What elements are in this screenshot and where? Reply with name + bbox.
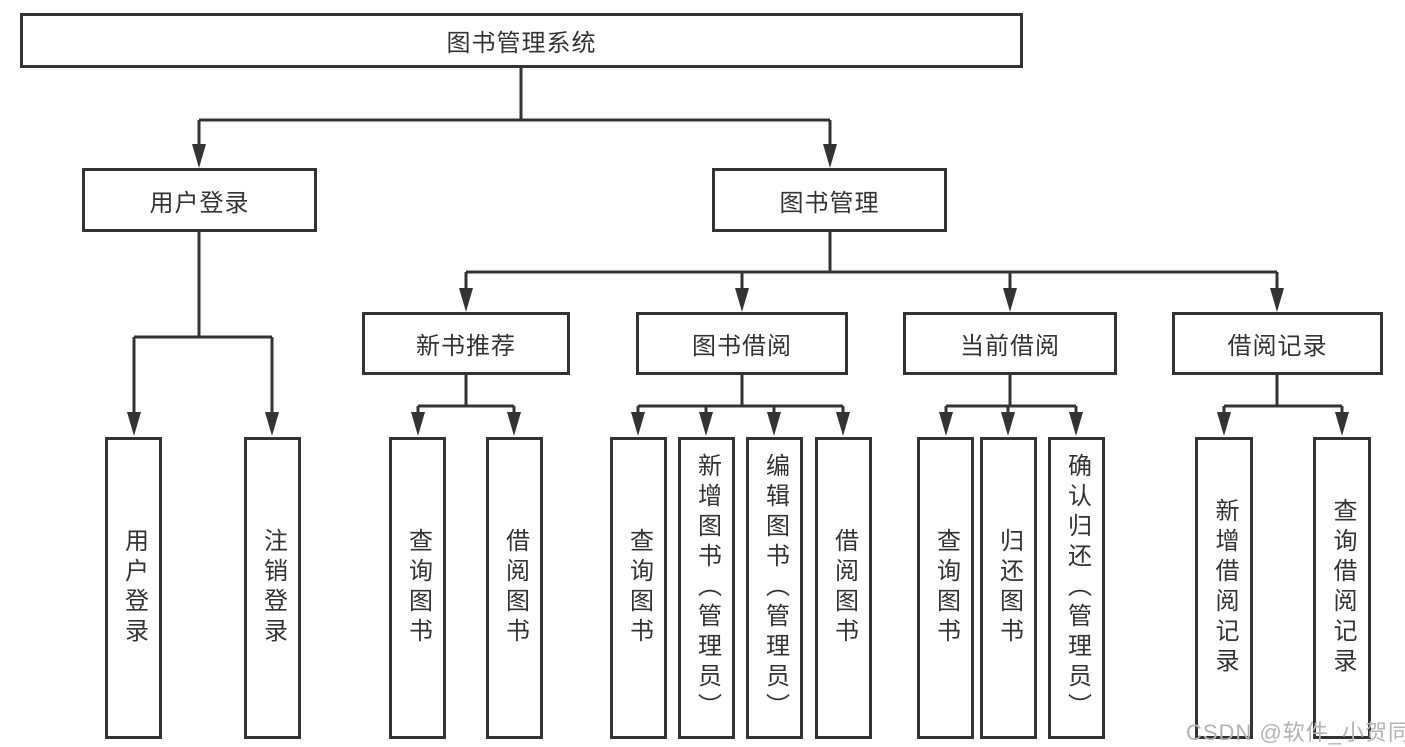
leaf-confirm-return-admin: 确认归还（管理员）: [1048, 437, 1105, 739]
arrowhead: [823, 144, 837, 168]
arrowhead: [192, 144, 206, 168]
connector-root-to-level2: [197, 68, 832, 150]
arrowhead: [836, 412, 850, 436]
node-label: 用户登录: [149, 189, 250, 217]
arrowhead: [767, 412, 781, 436]
node-label: 图书借阅: [692, 333, 792, 360]
connector-newbooks-to-leaves: [416, 375, 516, 416]
arrowhead: [631, 412, 645, 436]
node-new-book-recommendation: 新书推荐: [362, 312, 570, 375]
node-book-management-branch: 图书管理: [712, 168, 947, 232]
node-label: 确认归还（管理员）: [1063, 453, 1091, 723]
node-book-borrowing: 图书借阅: [636, 312, 848, 375]
arrowhead: [735, 288, 749, 312]
node-label: 编辑图书（管理员）: [761, 453, 789, 723]
node-label: 新书推荐: [416, 333, 516, 360]
node-label: 用户登录: [120, 528, 148, 648]
arrowhead: [1069, 412, 1083, 436]
arrowhead: [507, 412, 521, 436]
node-user-login-branch: 用户登录: [82, 168, 317, 232]
connector-bookmgmt-to-level3: [464, 232, 1279, 292]
node-current-borrowing: 当前借阅: [903, 312, 1117, 375]
node-label: 注销登录: [259, 528, 287, 648]
connector-records-to-leaves: [1222, 375, 1344, 416]
arrowhead: [1003, 288, 1017, 312]
leaf-user-login: 用户登录: [105, 437, 162, 739]
leaf-add-books-admin: 新增图书（管理员）: [678, 437, 735, 739]
arrowhead: [1217, 412, 1231, 436]
leaf-borrow-books-2: 借阅图书: [815, 437, 872, 739]
node-label: 查询图书: [404, 528, 432, 648]
connector-borrowing-to-leaves: [636, 375, 845, 416]
node-label: 查询图书: [625, 528, 653, 648]
node-borrowing-records: 借阅记录: [1172, 312, 1383, 375]
leaf-query-books-2: 查询图书: [610, 437, 667, 739]
node-label: 查询借阅记录: [1329, 498, 1356, 678]
connector-current-to-leaves: [944, 375, 1078, 416]
arrowhead: [1335, 412, 1349, 436]
leaf-return-books: 归还图书: [980, 437, 1037, 739]
arrowhead: [1270, 288, 1284, 312]
arrowhead: [699, 412, 713, 436]
leaf-borrow-books-1: 借阅图书: [486, 437, 543, 739]
leaf-query-books-3: 查询图书: [917, 437, 974, 739]
node-label: 借阅图书: [830, 528, 858, 648]
csdn-watermark: CSDN @软件_小贺同学: [1186, 720, 1405, 745]
node-label: 归还图书: [995, 528, 1023, 648]
node-root: 图书管理系统: [20, 13, 1023, 68]
arrowhead: [127, 412, 141, 436]
arrowhead: [411, 412, 425, 436]
node-label: 新增图书（管理员）: [693, 453, 721, 723]
arrowhead: [459, 288, 473, 312]
leaf-add-borrow-record: 新增借阅记录: [1195, 437, 1253, 739]
node-label: 图书管理系统: [446, 30, 597, 57]
leaf-logout: 注销登录: [244, 437, 301, 739]
connector-userlogin-to-leaves: [132, 232, 274, 416]
leaf-query-borrow-record: 查询借阅记录: [1313, 437, 1371, 739]
node-label: 查询图书: [932, 528, 960, 648]
leaf-query-books-1: 查询图书: [389, 437, 446, 739]
node-label: 新增借阅记录: [1211, 498, 1238, 678]
node-label: 当前借阅: [960, 333, 1060, 360]
leaf-edit-books-admin: 编辑图书（管理员）: [746, 437, 803, 739]
arrowhead: [265, 412, 279, 436]
arrowhead: [939, 412, 953, 436]
node-label: 借阅图书: [501, 528, 529, 648]
arrowhead: [1001, 412, 1015, 436]
node-label: 图书管理: [779, 189, 880, 217]
node-label: 借阅记录: [1227, 333, 1328, 360]
